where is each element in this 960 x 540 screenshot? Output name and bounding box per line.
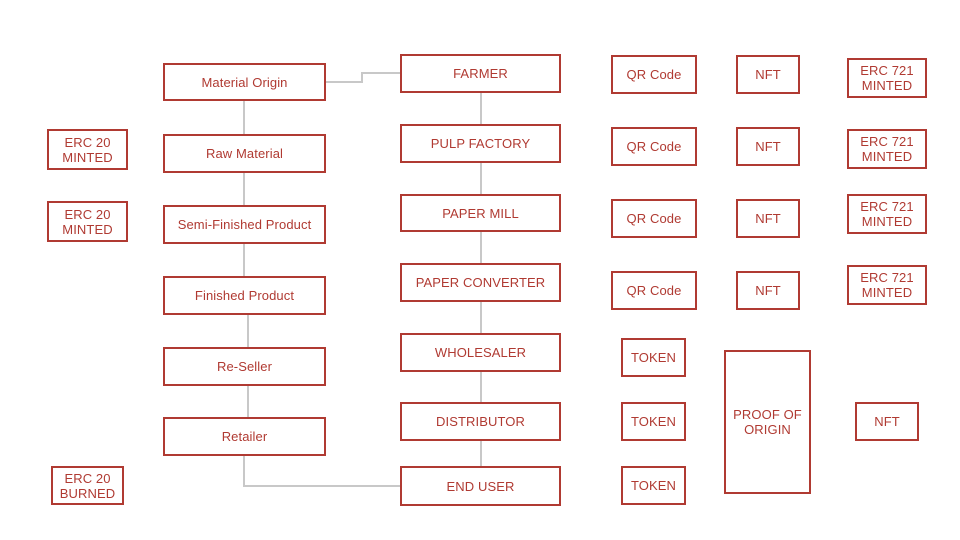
finished-product-label: Finished Product (194, 288, 295, 303)
qr-code-box: QR Code (611, 127, 697, 166)
token-label: TOKEN (630, 350, 677, 365)
farmer-box: FARMER (400, 54, 561, 93)
qr-code-label: QR Code (626, 283, 682, 298)
nft-box: NFT (736, 271, 800, 310)
erc721-minted-box: ERC 721 MINTED (847, 58, 927, 98)
token-box: TOKEN (621, 466, 686, 505)
token-label: TOKEN (630, 414, 677, 429)
erc721-minted-box: ERC 721 MINTED (847, 129, 927, 169)
token-label: TOKEN (630, 478, 677, 493)
farmer-label: FARMER (453, 66, 508, 81)
paper-mill-label: PAPER MILL (442, 205, 519, 221)
end-user-box: END USER (400, 466, 561, 506)
erc721-minted-label: ERC 721 MINTED (860, 270, 914, 300)
erc721-minted-box: ERC 721 MINTED (847, 194, 927, 234)
nft-label: NFT (755, 211, 781, 226)
paper-converter-box: PAPER CONVERTER (400, 263, 561, 302)
erc721-minted-box: ERC 721 MINTED (847, 265, 927, 305)
nft-box: NFT (855, 402, 919, 441)
qr-code-box: QR Code (611, 55, 697, 94)
nft-label: NFT (874, 414, 900, 429)
paper-mill-box: PAPER MILL (400, 194, 561, 232)
erc20-burned-label: ERC 20 BURNED (59, 470, 116, 501)
semi-finished-product-box: Semi-Finished Product (163, 205, 326, 244)
token-box: TOKEN (621, 338, 686, 377)
material-origin-box: Material Origin (163, 63, 326, 101)
proof-of-origin-label: PROOF OF ORIGIN (733, 407, 802, 437)
erc721-minted-label: ERC 721 MINTED (860, 199, 914, 229)
nft-label: NFT (755, 283, 781, 298)
distributor-label: DISTRIBUTOR (436, 414, 525, 429)
end-user-label: END USER (446, 478, 515, 494)
nft-label: NFT (755, 139, 781, 154)
retailer-label: Retailer (221, 429, 268, 444)
material-origin-label: Material Origin (201, 74, 288, 90)
semi-finished-product-label: Semi-Finished Product (177, 217, 312, 232)
erc20-burned-box: ERC 20 BURNED (51, 466, 124, 505)
reseller-label: Re-Seller (216, 359, 273, 374)
connector-origin-farmer (325, 72, 400, 83)
pulp-factory-box: PULP FACTORY (400, 124, 561, 163)
retailer-box: Retailer (163, 417, 326, 456)
finished-product-box: Finished Product (163, 276, 326, 315)
erc20-minted-label: ERC 20 MINTED (62, 206, 113, 237)
qr-code-box: QR Code (611, 199, 697, 238)
wholesaler-box: WHOLESALER (400, 333, 561, 372)
qr-code-label: QR Code (626, 139, 682, 154)
connector-retailer-enduser (243, 456, 400, 487)
wholesaler-label: WHOLESALER (434, 345, 527, 360)
erc20-minted-box: ERC 20 MINTED (47, 129, 128, 170)
qr-code-box: QR Code (611, 271, 697, 310)
pulp-factory-label: PULP FACTORY (430, 136, 531, 151)
distributor-box: DISTRIBUTOR (400, 402, 561, 441)
reseller-box: Re-Seller (163, 347, 326, 386)
raw-material-box: Raw Material (163, 134, 326, 173)
nft-box: NFT (736, 55, 800, 94)
qr-code-label: QR Code (626, 67, 682, 82)
erc721-minted-label: ERC 721 MINTED (860, 63, 914, 93)
token-box: TOKEN (621, 402, 686, 441)
nft-box: NFT (736, 199, 800, 238)
erc721-minted-label: ERC 721 MINTED (860, 134, 914, 164)
nft-box: NFT (736, 127, 800, 166)
qr-code-label: QR Code (626, 211, 682, 226)
raw-material-label: Raw Material (205, 146, 284, 161)
proof-of-origin-box: PROOF OF ORIGIN (724, 350, 811, 494)
paper-converter-label: PAPER CONVERTER (415, 275, 546, 290)
erc20-minted-box: ERC 20 MINTED (47, 201, 128, 242)
nft-label: NFT (755, 67, 781, 82)
erc20-minted-label: ERC 20 MINTED (62, 134, 113, 165)
